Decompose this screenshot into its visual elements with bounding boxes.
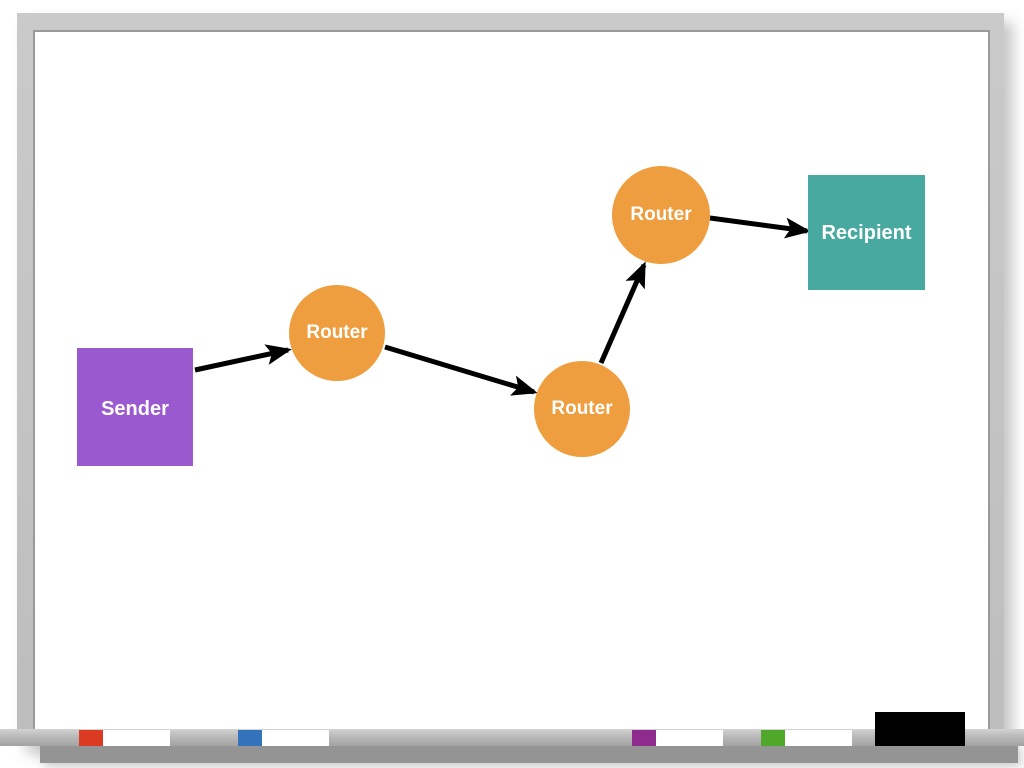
edge-router3-to-recipient [709,215,811,239]
green-marker-tip [761,730,785,746]
diagram-nodes [77,166,925,466]
purple-marker-body [656,730,723,746]
blue-marker[interactable] [238,730,329,746]
eraser[interactable] [875,712,965,746]
node-router-1[interactable] [289,285,385,381]
node-recipient[interactable] [808,175,925,290]
purple-marker-tip [632,730,656,746]
red-marker-body [103,730,170,746]
blue-marker-body [262,730,329,746]
blue-marker-tip [238,730,262,746]
node-router-3[interactable] [612,166,710,264]
purple-marker[interactable] [632,730,723,746]
diagram-edges [194,215,811,396]
edge-sender-to-router1 [194,344,292,373]
red-marker[interactable] [79,730,170,746]
node-sender[interactable] [77,348,193,466]
edge-router1-to-router2 [384,344,538,396]
node-router-2[interactable] [534,361,630,457]
edge-router2-to-router3 [598,261,647,365]
red-marker-tip [79,730,103,746]
green-marker[interactable] [761,730,852,746]
green-marker-body [785,730,852,746]
tray-ledge [40,745,1018,763]
